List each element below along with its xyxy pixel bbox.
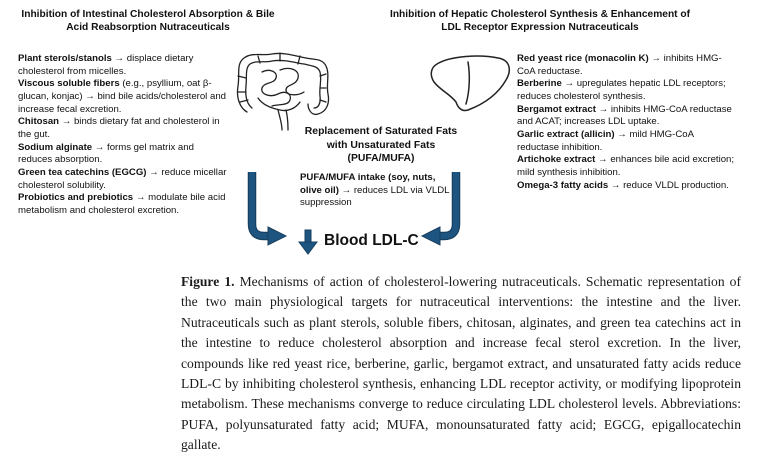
item-name: Red yeast rice (monacolin K) [517, 53, 649, 64]
list-item: Bergamot extract → inhibits HMG-CoA redu… [517, 104, 737, 129]
right-panel-list: Red yeast rice (monacolin K) → inhibits … [517, 53, 737, 192]
left-arrow [247, 172, 288, 246]
item-text: → forms gel matrix and reduces absorptio… [18, 141, 194, 166]
item-name: Probiotics and prebiotics [18, 192, 134, 204]
list-item: Omega-3 fatty acids → reduce VLDL produc… [517, 180, 737, 193]
item-name: Green tea catechins (EGCG) [18, 166, 147, 178]
item-text: → reduce micellar cholesterol solubility… [18, 166, 227, 191]
list-item: Berberine → upregulates hepatic LDL rece… [517, 78, 737, 103]
item-name: Omega-3 fatty acids [517, 179, 609, 191]
center-panel-item: PUFA/MUFA intake (soy, nuts, olive oil) … [300, 172, 450, 210]
left-panel-list: Plant sterols/stanols → displace dietary… [18, 53, 230, 218]
item-text: → reduces LDL via VLDL suppression [300, 184, 450, 209]
caption-label: Figure 1. [181, 274, 235, 289]
outcome-label: Blood LDL-C [324, 232, 419, 249]
list-item: Artichoke extract → enhances bile acid e… [517, 154, 737, 179]
item-text: → reduce VLDL production. [608, 179, 729, 191]
item-name: Plant sterols/stanols [18, 53, 112, 64]
center-panel-heading: Replacement of Saturated Fats with Unsat… [304, 126, 458, 165]
item-text: → displace dietary cholesterol from mice… [18, 53, 194, 77]
intestine-icon [236, 52, 330, 131]
right-arrow [420, 172, 461, 246]
right-panel-heading: Inhibition of Hepatic Cholesterol Synthe… [390, 9, 690, 34]
item-text: → upregulates hepatic LDL receptors; red… [517, 78, 726, 102]
item-name: Garlic extract (allicin) [517, 128, 615, 140]
item-name: Bergamot extract [517, 103, 596, 115]
item-text: → binds dietary fat and cholesterol in t… [18, 116, 220, 140]
item-text: → inhibits HMG-CoA reductase and ACAT; i… [517, 103, 732, 128]
figure-caption: Figure 1. Mechanisms of action of choles… [181, 272, 741, 456]
list-item: Chitosan → binds dietary fat and cholest… [18, 116, 230, 141]
item-text: → inhibits HMG-CoA reductase. [517, 53, 722, 77]
list-item: Viscous soluble fibers (e.g., psyllium, … [18, 78, 230, 116]
caption-text: Mechanisms of action of cholesterol-lowe… [181, 274, 742, 453]
item-name: PUFA/MUFA intake (soy, nuts, olive oil) [300, 172, 436, 196]
list-item: Garlic extract (allicin) → mild HMG-CoA … [517, 129, 737, 154]
item-text: → mild HMG-CoA reductase inhibition. [517, 128, 694, 153]
list-item: Red yeast rice (monacolin K) → inhibits … [517, 53, 737, 78]
center-arrow [298, 229, 318, 255]
liver-icon [430, 55, 511, 112]
left-panel-heading: Inhibition of Intestinal Cholesterol Abs… [21, 9, 275, 34]
list-item: Green tea catechins (EGCG) → reduce mice… [18, 167, 230, 192]
list-item: Probiotics and prebiotics → modulate bil… [18, 192, 230, 217]
list-item: Plant sterols/stanols → displace dietary… [18, 53, 230, 78]
list-item: Sodium alginate → forms gel matrix and r… [18, 142, 230, 167]
item-name: Berberine [517, 78, 562, 90]
item-name: Chitosan [18, 116, 60, 128]
item-text: → enhances bile acid excretion; mild syn… [517, 154, 735, 178]
item-text: (e.g., psyllium, oat β-glucan, konjac) →… [18, 78, 226, 115]
item-name: Artichoke extract [517, 154, 596, 166]
item-text: → modulate bile acid metabolism and chol… [18, 192, 226, 216]
item-name: Sodium alginate [18, 141, 93, 153]
item-name: Viscous soluble fibers [18, 78, 120, 90]
